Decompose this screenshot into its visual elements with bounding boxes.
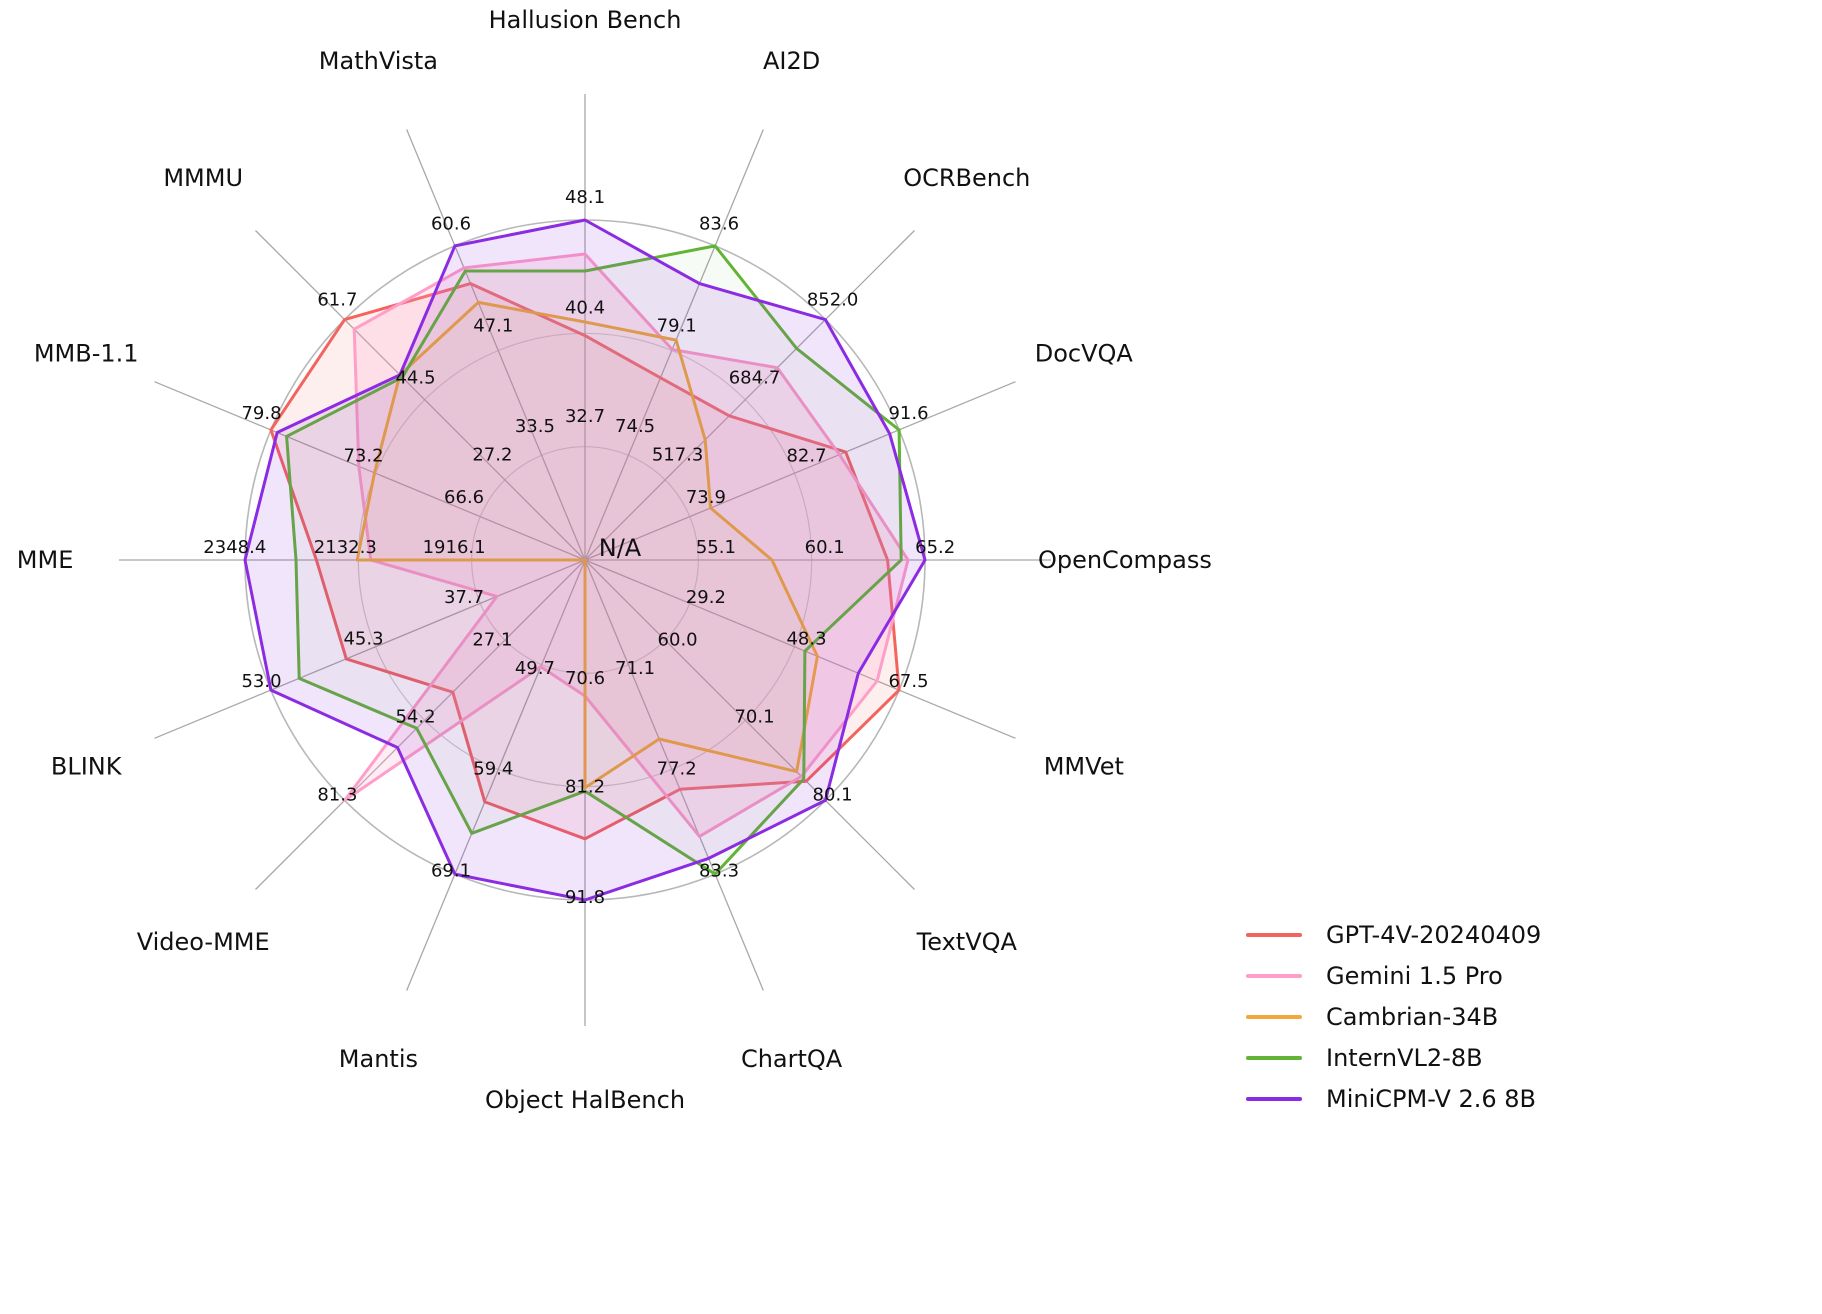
series-polygon-cambrian-34b bbox=[355, 300, 819, 790]
axis-spoke bbox=[154, 381, 586, 561]
ring-value-label: 66.6 bbox=[444, 487, 484, 508]
axis-spoke bbox=[584, 559, 1016, 739]
ring-value-label: 48.3 bbox=[786, 629, 826, 650]
legend-label: Gemini 1.5 Pro bbox=[1326, 961, 1503, 990]
axis-label-mmmu: MMMU bbox=[163, 164, 243, 192]
ring-value-label: 81.2 bbox=[565, 777, 605, 798]
legend-line-icon bbox=[1246, 1014, 1302, 1019]
ring-value-label: 79.1 bbox=[657, 316, 697, 337]
ring-value-label: 49.7 bbox=[515, 658, 555, 679]
ring-value-label: 37.7 bbox=[444, 587, 484, 608]
ring-value-label: 74.5 bbox=[615, 416, 655, 437]
ring-value-label: 61.7 bbox=[317, 289, 357, 310]
axis-spoke bbox=[584, 381, 1016, 561]
axis-spoke bbox=[406, 129, 586, 561]
ring-value-label: 60.1 bbox=[805, 537, 845, 558]
legend-label: InternVL2-8B bbox=[1326, 1043, 1483, 1072]
ring-value-label: 29.2 bbox=[686, 587, 726, 608]
legend-label: GPT-4V-20240409 bbox=[1326, 920, 1542, 949]
ring-value-label: 27.2 bbox=[472, 444, 512, 465]
ring-value-label: 83.6 bbox=[699, 214, 739, 235]
series-polygon-minicpm-v-2-6-8b bbox=[243, 218, 927, 902]
axis-label-chartqa: ChartQA bbox=[741, 1045, 843, 1073]
axis-spoke bbox=[584, 230, 915, 561]
axis-spoke bbox=[584, 559, 764, 991]
legend-item-gemini-1-5-pro: Gemini 1.5 Pro bbox=[1246, 955, 1541, 996]
ring-value-label: 47.1 bbox=[473, 316, 513, 337]
legend-line-icon bbox=[1246, 932, 1302, 937]
axis-label-ai2d: AI2D bbox=[763, 47, 820, 75]
ring-value-label: 83.3 bbox=[699, 861, 739, 882]
axis-label-mantis: Mantis bbox=[339, 1045, 418, 1073]
ring-value-label: 73.9 bbox=[686, 487, 726, 508]
ring-value-label: 54.2 bbox=[395, 707, 435, 728]
axis-spoke bbox=[255, 559, 586, 890]
ring-value-label: 33.5 bbox=[515, 416, 555, 437]
ring-value-label: 60.6 bbox=[431, 214, 471, 235]
legend-item-cambrian-34b: Cambrian-34B bbox=[1246, 996, 1541, 1037]
axis-label-opencompass: OpenCompass bbox=[1038, 546, 1212, 574]
axis-label-mmvet: MMVet bbox=[1044, 753, 1124, 781]
axis-spoke bbox=[406, 559, 586, 991]
ring-value-label: 1916.1 bbox=[423, 537, 486, 558]
axis-spoke bbox=[255, 230, 586, 561]
ring-value-label: 70.6 bbox=[565, 668, 605, 689]
ring-value-label: 81.3 bbox=[317, 785, 357, 806]
series-polygon-internvl2-8b bbox=[285, 244, 903, 876]
ring-value-label: 2132.3 bbox=[314, 537, 377, 558]
ring-value-label: 70.1 bbox=[734, 707, 774, 728]
center-na-label: N/A bbox=[599, 534, 642, 562]
legend-line-icon bbox=[1246, 973, 1302, 978]
ring-value-label: 73.2 bbox=[343, 445, 383, 466]
ring-value-label: 45.3 bbox=[343, 629, 383, 650]
legend-line-icon bbox=[1246, 1055, 1302, 1060]
ring-value-label: 27.1 bbox=[472, 630, 512, 651]
ring-value-label: 79.8 bbox=[241, 403, 281, 424]
ring-value-label: 684.7 bbox=[729, 368, 781, 389]
axis-label-docvqa: DocVQA bbox=[1035, 339, 1134, 367]
axis-label-video-mme: Video-MME bbox=[137, 928, 270, 956]
ring-value-label: 55.1 bbox=[696, 537, 736, 558]
axis-label-mathvista: MathVista bbox=[319, 47, 438, 75]
ring-value-label: 60.0 bbox=[658, 630, 698, 651]
legend-label: MiniCPM-V 2.6 8B bbox=[1326, 1084, 1537, 1113]
ring-value-label: 852.0 bbox=[807, 289, 859, 310]
ring-value-label: 67.5 bbox=[888, 671, 928, 692]
axis-label-hallusion-bench: Hallusion Bench bbox=[489, 6, 682, 34]
legend-item-minicpm-v-2-6-8b: MiniCPM-V 2.6 8B bbox=[1246, 1078, 1541, 1119]
legend-item-gpt-4v-20240409: GPT-4V-20240409 bbox=[1246, 914, 1541, 955]
ring-value-label: 32.7 bbox=[565, 406, 605, 427]
axis-label-blink: BLINK bbox=[51, 753, 123, 781]
ring-value-label: 517.3 bbox=[652, 444, 704, 465]
ring-value-label: 40.4 bbox=[565, 297, 605, 318]
axis-spoke bbox=[584, 129, 764, 561]
axis-spoke bbox=[584, 559, 915, 890]
axis-label-textvqa: TextVQA bbox=[916, 928, 1018, 956]
ring-value-label: 77.2 bbox=[657, 759, 697, 780]
ring-value-label: 59.4 bbox=[473, 759, 513, 780]
legend-item-internvl2-8b: InternVL2-8B bbox=[1246, 1037, 1541, 1078]
axis-label-mme: MME bbox=[17, 546, 74, 574]
ring-value-label: 2348.4 bbox=[203, 537, 266, 558]
ring-value-label: 91.6 bbox=[888, 403, 928, 424]
ring-value-label: 69.1 bbox=[431, 861, 471, 882]
ring-value-label: 44.5 bbox=[395, 368, 435, 389]
axis-label-ocrbench: OCRBench bbox=[903, 164, 1030, 192]
axis-spoke bbox=[154, 559, 586, 739]
ring-value-label: 53.0 bbox=[241, 671, 281, 692]
ring-value-label: 91.8 bbox=[565, 887, 605, 908]
axis-label-mmb-1-1: MMB-1.1 bbox=[34, 339, 139, 367]
ring-value-label: 82.7 bbox=[786, 445, 826, 466]
legend-line-icon bbox=[1246, 1096, 1302, 1101]
ring-value-label: 48.1 bbox=[565, 187, 605, 208]
ring-value-label: 71.1 bbox=[615, 658, 655, 679]
axis-label-object-halbench: Object HalBench bbox=[485, 1086, 685, 1114]
ring-value-label: 65.2 bbox=[915, 537, 955, 558]
legend-label: Cambrian-34B bbox=[1326, 1002, 1499, 1031]
ring-value-label: 80.1 bbox=[813, 785, 853, 806]
